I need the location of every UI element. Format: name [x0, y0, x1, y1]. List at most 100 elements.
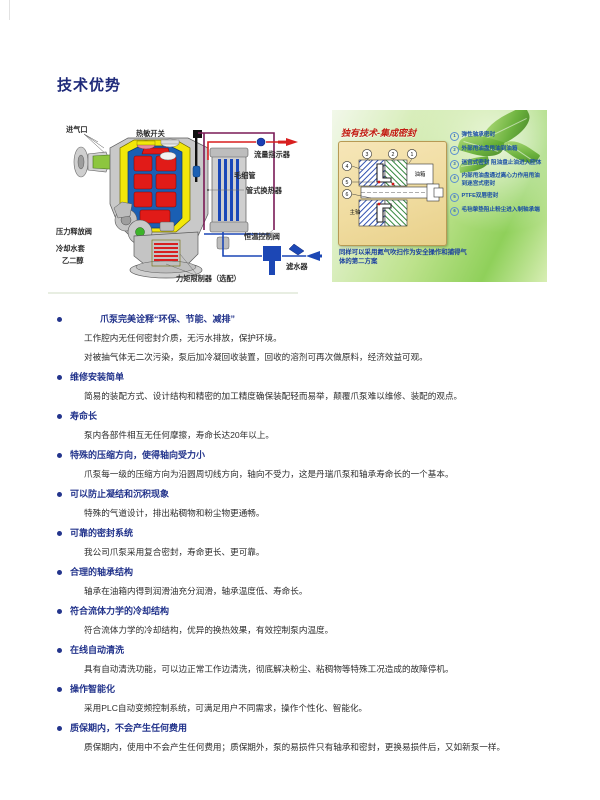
advantage-heading: 在线自动清洗 [57, 640, 562, 660]
advantage-heading: 质保期内，不会产生任何费用 [57, 718, 562, 738]
advantage-item: 可靠的密封系统 我公司爪泵采用复合密封，寿命更长、更可靠。 [57, 523, 562, 562]
seal-panel-note: 同样可以采用氮气吹扫作为安全操作和捕得气体的第二方案 [339, 249, 467, 266]
seal-feature-item: 5 PTFE双唇密封 [450, 192, 544, 203]
flow-arrow [286, 138, 298, 146]
seal-feature-number: 2 [450, 146, 459, 156]
seal-feature-list: 1 弹性轴承密封 2 外部甩油盘甩油到油箱 3 迷宫式密封 阻油盘止油进入腔体 … [450, 132, 544, 220]
page-title: 技术优势 [57, 77, 122, 94]
advantage-heading: 可靠的密封系统 [57, 523, 562, 543]
bullet-dot-icon [57, 647, 62, 653]
advantage-description: 符合流体力学的冷却结构，优异的换热效果，有效控制泵内温度。 [84, 625, 334, 635]
advantage-title: 维修安装简单 [70, 372, 125, 382]
advantage-title: 质保期内，不会产生任何费用 [70, 723, 188, 733]
seal-feature-label: 迷宫式密封 阻油盘止油进入腔体 [461, 159, 542, 166]
capillary-pipe [198, 132, 275, 230]
advantage-description: 特殊的气道设计，排出粘稠物和粉尘物更通畅。 [84, 508, 265, 518]
advantage-item: 符合流体力学的冷却结构 符合流体力学的冷却结构，优异的换热效果，有效控制泵内温度… [57, 601, 562, 640]
advantage-title: 符合流体力学的冷却结构 [70, 606, 170, 616]
svg-text:主轴: 主轴 [350, 208, 361, 216]
advantage-item: 维修安装简单 简易的装配方式、设计结构和精密的加工精度确保装配轻而易举，颠覆爪泵… [57, 367, 562, 406]
svg-text:油箱: 油箱 [415, 170, 426, 178]
blue-pipe [204, 232, 306, 257]
advantage-item: 在线自动清洗 具有自动清洗功能，可以边正常工作边清洗，彻底解决粉尘、粘稠物等特殊… [57, 640, 562, 679]
bullet-dot-icon [57, 569, 62, 575]
seal-feature-item: 6 毛毡挚垫阻止粉尘进入制轴承端 [450, 207, 544, 216]
seal-feature-number: 1 [450, 132, 459, 142]
advantage-description: 采用PLC自动变频控制系统，可满足用户不同需求，操作个性化、智能化。 [84, 703, 368, 713]
label-flow-indicator: 流量指示器 [254, 150, 290, 159]
advantage-heading: 特殊的压缩方向，使得轴向受力小 [57, 445, 562, 465]
page-edge-rule [9, 0, 10, 20]
advantages-list: 爪泵完美诠释“环保、节能、减排” 工作腔内无任何密封介质，无污水排放，保护环境。… [57, 309, 562, 757]
advantage-item: 爪泵完美诠释“环保、节能、减排” 工作腔内无任何密封介质，无污水排放，保护环境。… [57, 309, 562, 367]
bullet-dot-icon [57, 608, 62, 614]
advantage-heading: 维修安装简单 [57, 367, 562, 387]
bullet-dot-icon [57, 530, 62, 536]
bullet-dot-icon [57, 686, 62, 692]
thermal-switch-block [193, 130, 202, 138]
pump-cutaway-svg [73, 130, 322, 279]
advantage-description: 简易的装配方式、设计结构和精密的加工精度确保装配轻而易举，颠覆爪泵难以维修、装配… [84, 391, 463, 401]
advantage-item: 质保期内，不会产生任何费用 质保期内，使用中不会产生任何费用；质保期外，泵的易损… [57, 718, 562, 757]
integrated-seal-panel: 独有技术-集成密封 [332, 110, 547, 282]
advantage-item: 特殊的压缩方向，使得轴向受力小 爪泵每一级的压缩方向为沿圆周切线方向，轴向不受力… [57, 445, 562, 484]
advantage-heading: 合理的轴承结构 [57, 562, 562, 582]
advantage-item: 可以防止凝结和沉积现象 特殊的气道设计，排出粘稠物和粉尘物更通畅。 [57, 484, 562, 523]
bullet-dot-icon [57, 491, 62, 497]
thermostatic-valve-body [263, 246, 281, 261]
bullet-dot-icon [57, 452, 62, 458]
svg-text:6: 6 [346, 192, 349, 198]
advantage-heading: 寿命长 [57, 406, 562, 426]
claw-pump-diagram: 进气口 热敏开关 流量指示器 毛细管 管式换热器 压力释放阀 冷却水套 乙二醇 … [48, 104, 323, 294]
seal-diagram-svg: 3 2 1 4 5 6 油箱 主轴 [342, 149, 444, 227]
flow-indicator-dot [256, 137, 266, 147]
label-pressure-relief-valve: 压力释放阀 [56, 227, 92, 236]
advantage-title: 可靠的密封系统 [70, 528, 134, 538]
seal-feature-number: 4 [450, 173, 459, 183]
bullet-dot-icon [57, 725, 62, 731]
seal-feature-label: 内部甩油盘通过离心力作用甩油到迷宫式密封 [461, 173, 540, 187]
advantage-item: 操作智能化 采用PLC自动变频控制系统，可满足用户不同需求，操作个性化、智能化。 [57, 679, 562, 718]
advantage-description: 我公司爪泵采用复合密封，寿命更长、更可靠。 [84, 547, 265, 557]
advantage-heading: 可以防止凝结和沉积现象 [57, 484, 562, 504]
label-inlet: 进气口 [66, 125, 88, 134]
seal-feature-item: 4 内部甩油盘通过离心力作用甩油到迷宫式密封 [450, 173, 544, 188]
advantage-title: 特殊的压缩方向，使得轴向受力小 [70, 450, 206, 460]
figures-row: 进气口 热敏开关 流量指示器 毛细管 管式换热器 压力释放阀 冷却水套 乙二醇 … [0, 104, 600, 294]
advantage-description: 工作腔内无任何密封介质，无污水排放，保护环境。 [84, 333, 282, 343]
svg-text:5: 5 [346, 180, 349, 186]
label-torque-limiter: 力矩限制器（选配） [176, 274, 241, 283]
advantage-title: 可以防止凝结和沉积现象 [70, 489, 170, 499]
seal-panel-title: 独有技术-集成密封 [341, 128, 416, 138]
advantage-item: 寿命长 泵内各部件相互无任何摩擦，寿命长达20年以上。 [57, 406, 562, 445]
label-glycol: 乙二醇 [62, 256, 84, 265]
label-thermostatic-valve: 恒温控制阀 [244, 232, 280, 241]
advantage-title: 合理的轴承结构 [70, 567, 134, 577]
svg-text:1: 1 [411, 152, 414, 158]
seal-feature-number: 6 [450, 207, 459, 216]
seal-feature-item: 3 迷宫式密封 阻油盘止油进入腔体 [450, 160, 544, 169]
advantage-description: 具有自动清洗功能，可以边正常工作边清洗，彻底解决粉尘、粘稠物等特殊工况造成的故障… [84, 664, 454, 674]
figure-underline [48, 292, 298, 294]
seal-feature-label: PTFE双唇密封 [461, 192, 499, 199]
advantage-title: 寿命长 [70, 411, 98, 421]
bullet-dot-icon [57, 413, 62, 419]
water-filter-icon [288, 243, 305, 256]
advantage-title: 爪泵完美诠释“环保、节能、减排” [100, 314, 236, 324]
advantage-title: 在线自动清洗 [70, 645, 125, 655]
svg-text:3: 3 [366, 152, 369, 158]
label-heat-exchanger: 管式换热器 [246, 186, 282, 195]
seal-feature-label: 弹性轴承密封 [461, 132, 496, 138]
seal-feature-item: 2 外部甩油盘甩油到油箱 [450, 145, 544, 156]
advantage-title: 操作智能化 [70, 684, 116, 694]
seal-feature-number: 5 [450, 193, 459, 203]
label-coolant-jacket: 冷却水套 [56, 244, 85, 253]
advantage-description: 轴承在油箱内得到润滑油充分润滑，轴承温度低、寿命长。 [84, 586, 308, 596]
bullet-dot-icon [57, 316, 62, 322]
seal-feature-label: 外部甩油盘甩油到油箱 [461, 145, 518, 152]
svg-text:2: 2 [392, 152, 395, 158]
seal-cross-section-diagram: 3 2 1 4 5 6 油箱 主轴 [338, 141, 447, 246]
advantage-description: 泵内各部件相互无任何摩擦，寿命长达20年以上。 [84, 430, 275, 440]
advantage-heading: 符合流体力学的冷却结构 [57, 601, 562, 621]
